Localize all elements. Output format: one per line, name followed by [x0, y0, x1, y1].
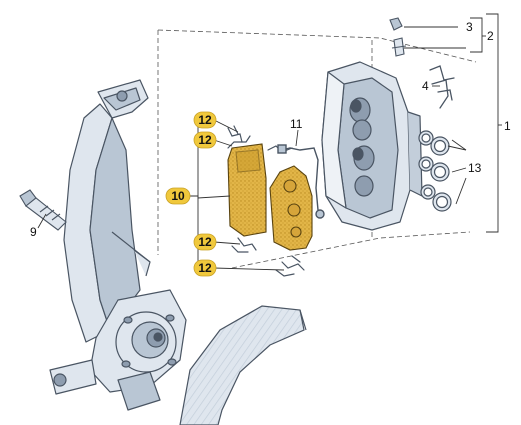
callout-12-d: 12 [193, 259, 217, 277]
callout-13: 13 [468, 161, 482, 175]
brake-pad-front [227, 143, 267, 237]
svg-text:12: 12 [198, 261, 212, 275]
callout-3: 3 [466, 20, 473, 34]
svg-text:12: 12 [198, 235, 212, 249]
brake-caliper [321, 61, 423, 231]
dashed-assembly-frame [157, 29, 477, 269]
callout-10: 10 [165, 187, 191, 205]
svg-text:10: 10 [171, 189, 185, 203]
bleed-valve [389, 17, 407, 57]
svg-text:12: 12 [198, 113, 212, 127]
callout-11: 11 [290, 117, 303, 131]
callout-12-c: 12 [193, 233, 217, 251]
steering-knuckle [49, 79, 187, 411]
brake-pad-rear [269, 165, 313, 251]
callout-1: 1 [504, 119, 511, 133]
retaining-spring [429, 65, 455, 109]
callout-4: 4 [422, 79, 429, 93]
brake-disc-shield [179, 305, 307, 425]
callout-12-a: 12 [193, 111, 217, 129]
bolt [19, 189, 67, 231]
wear-sensor-cable [277, 144, 325, 219]
svg-text:12: 12 [198, 133, 212, 147]
callout-2: 2 [487, 29, 494, 43]
piston-seals [418, 130, 452, 212]
callout-9: 9 [30, 225, 37, 239]
callout-12-b: 12 [193, 131, 217, 149]
